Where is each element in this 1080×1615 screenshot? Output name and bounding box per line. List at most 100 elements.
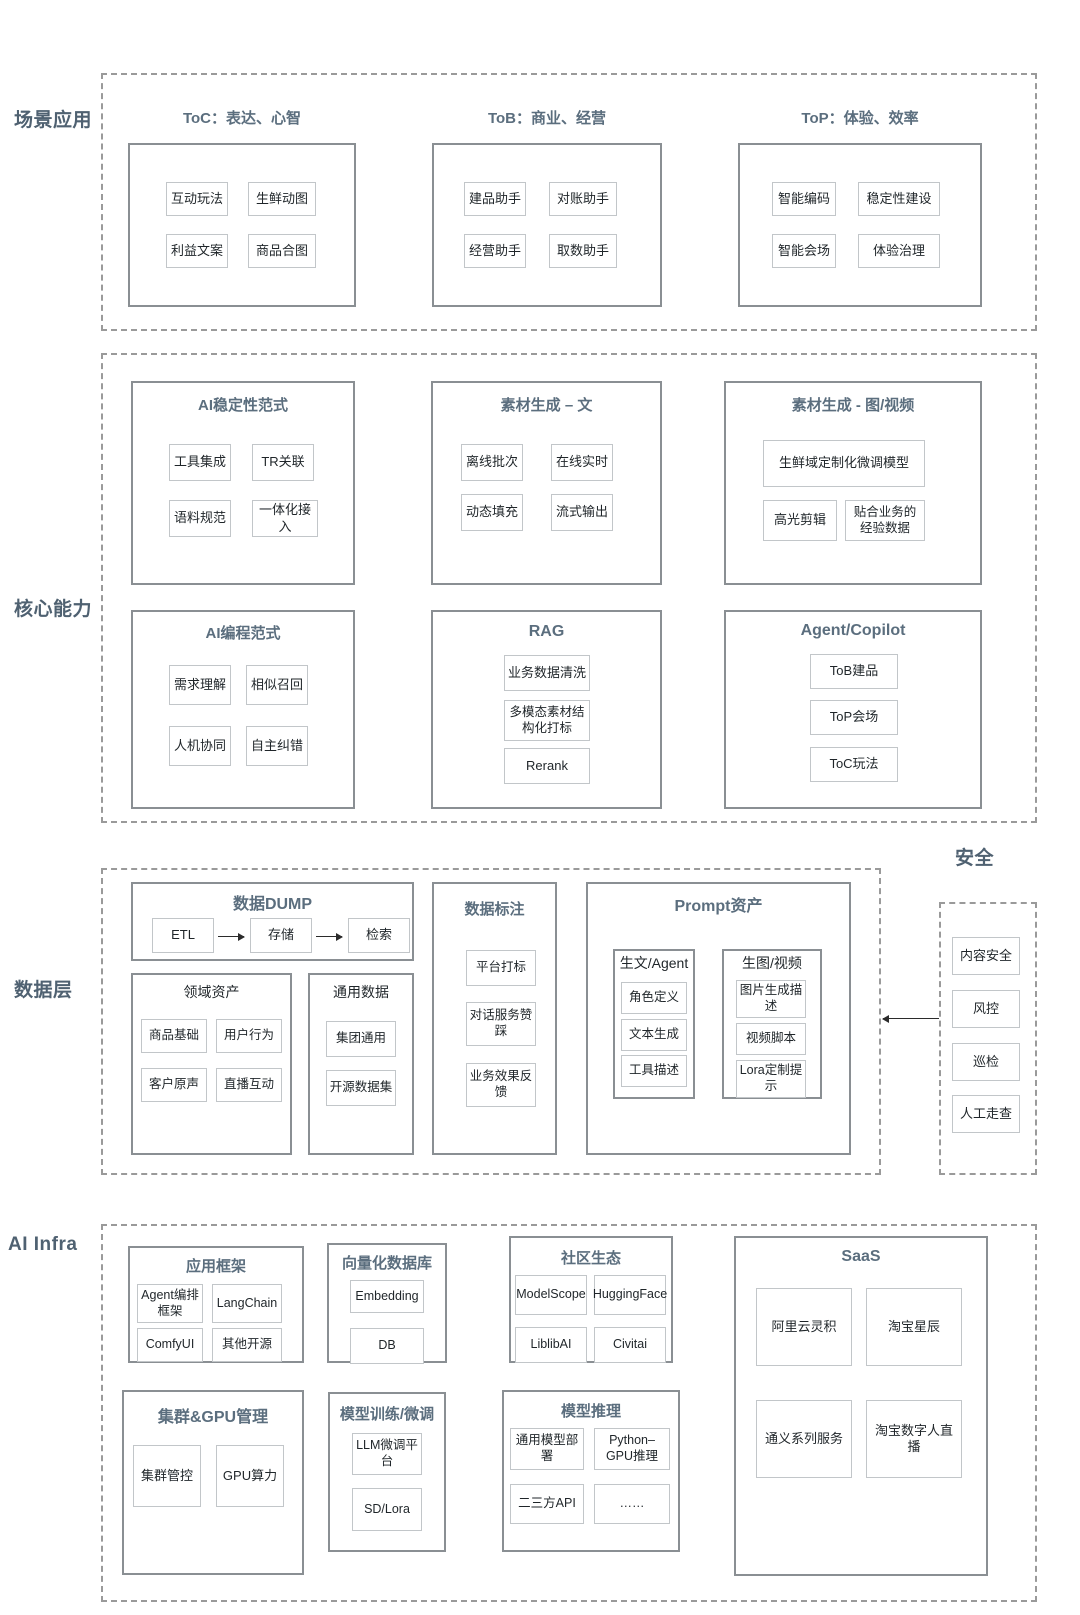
row-label-core: 核心能力 bbox=[14, 599, 93, 620]
infra-chip-2-1[interactable]: HuggingFace bbox=[593, 1275, 667, 1315]
core-chip-0-2[interactable]: 语料规范 bbox=[169, 500, 231, 537]
security-chip-1[interactable]: 风控 bbox=[952, 990, 1020, 1028]
core-chip-1-2[interactable]: 动态填充 bbox=[461, 494, 523, 531]
saas-chip-0[interactable]: 阿里云灵积 bbox=[756, 1288, 852, 1366]
domain-chip-1[interactable]: 用户行为 bbox=[216, 1019, 282, 1053]
core-chip-5-0[interactable]: ToB建品 bbox=[810, 654, 898, 689]
infra-group-title-5: 模型推理 bbox=[560, 1403, 621, 1420]
core-chip-2-1[interactable]: 贴合业务的经验数据 bbox=[845, 500, 925, 541]
saas-chip-1[interactable]: 淘宝星辰 bbox=[866, 1288, 962, 1366]
prompt-sub0-chip-2[interactable]: 工具描述 bbox=[621, 1055, 687, 1087]
core-chip-1-1[interactable]: 在线实时 bbox=[551, 444, 613, 481]
infra-chip-5-2[interactable]: 二三方API bbox=[510, 1484, 584, 1524]
prompt-sub1-chip-1[interactable]: 视频脚本 bbox=[736, 1023, 806, 1055]
core-group-title-4: RAG bbox=[528, 623, 565, 640]
security-chip-0[interactable]: 内容安全 bbox=[952, 937, 1020, 975]
common-chip-1[interactable]: 开源数据集 bbox=[326, 1070, 396, 1106]
security-chip-2[interactable]: 巡检 bbox=[952, 1043, 1020, 1081]
core-chip-3-1[interactable]: 相似召回 bbox=[246, 665, 308, 705]
core-chip-4-2[interactable]: Rerank bbox=[504, 748, 590, 784]
prompt-sub1-chip-0[interactable]: 图片生成描述 bbox=[736, 980, 806, 1018]
saas-chip-2[interactable]: 通义系列服务 bbox=[756, 1400, 852, 1478]
domain-chip-3[interactable]: 直播互动 bbox=[216, 1068, 282, 1102]
scene-chip-0-2[interactable]: 利益文案 bbox=[166, 234, 228, 268]
security-chip-3[interactable]: 人工走查 bbox=[952, 1095, 1020, 1133]
scene-group-title-0: ToC：表达、心智 bbox=[182, 110, 302, 127]
scene-chip-1-0[interactable]: 建品助手 bbox=[464, 182, 526, 216]
arrow-security-to-data bbox=[882, 1014, 939, 1023]
scene-chip-0-1[interactable]: 生鲜动图 bbox=[248, 182, 316, 216]
core-chip-4-1[interactable]: 多模态素材结构化打标 bbox=[504, 700, 590, 741]
infra-chip-0-0[interactable]: Agent编排框架 bbox=[137, 1284, 203, 1323]
infra-chip-1-0[interactable]: Embedding bbox=[350, 1280, 424, 1313]
infra-chip-4-1[interactable]: SD/Lora bbox=[352, 1488, 422, 1531]
infra-chip-3-1[interactable]: GPU算力 bbox=[216, 1445, 284, 1507]
core-chip-0-0[interactable]: 工具集成 bbox=[169, 444, 231, 481]
core-chip-3-3[interactable]: 自主纠错 bbox=[246, 726, 308, 766]
core-chip-1-0[interactable]: 离线批次 bbox=[461, 444, 523, 481]
scene-chip-2-3[interactable]: 体验治理 bbox=[858, 234, 940, 268]
core-group-0 bbox=[131, 381, 355, 585]
infra-chip-5-1[interactable]: Python–GPU推理 bbox=[594, 1428, 670, 1470]
infra-chip-1-1[interactable]: DB bbox=[350, 1328, 424, 1364]
domain-chip-2[interactable]: 客户原声 bbox=[141, 1068, 207, 1102]
core-chip-2-wide[interactable]: 生鲜域定制化微调模型 bbox=[763, 440, 925, 487]
prompt-sub0-chip-1[interactable]: 文本生成 bbox=[621, 1019, 687, 1051]
core-group-title-2: 素材生成 - 图/视频 bbox=[791, 397, 915, 414]
data-dump-step-0[interactable]: ETL bbox=[152, 918, 214, 953]
infra-chip-2-2[interactable]: LiblibAI bbox=[515, 1327, 587, 1363]
scene-group-0 bbox=[128, 143, 356, 307]
infra-chip-0-1[interactable]: LangChain bbox=[212, 1284, 282, 1323]
scene-chip-2-2[interactable]: 智能会场 bbox=[772, 234, 836, 268]
scene-chip-0-3[interactable]: 商品合图 bbox=[248, 234, 316, 268]
scene-chip-2-0[interactable]: 智能编码 bbox=[772, 182, 836, 216]
infra-chip-4-0[interactable]: LLM微调平台 bbox=[352, 1433, 422, 1475]
core-chip-3-2[interactable]: 人机协同 bbox=[169, 726, 231, 766]
core-chip-5-2[interactable]: ToC玩法 bbox=[810, 747, 898, 782]
common-chip-0[interactable]: 集团通用 bbox=[326, 1021, 396, 1057]
core-chip-1-3[interactable]: 流式输出 bbox=[551, 494, 613, 531]
core-chip-3-0[interactable]: 需求理解 bbox=[169, 665, 231, 705]
core-chip-2-0[interactable]: 高光剪辑 bbox=[763, 500, 837, 541]
core-chip-4-0[interactable]: 业务数据清洗 bbox=[504, 655, 590, 691]
prompt-sub0-chip-0[interactable]: 角色定义 bbox=[621, 982, 687, 1014]
infra-chip-3-0[interactable]: 集群管控 bbox=[133, 1445, 201, 1507]
annotation-title: 数据标注 bbox=[464, 901, 525, 918]
data-dump-step-2[interactable]: 检索 bbox=[348, 918, 410, 953]
band-scene bbox=[101, 73, 1037, 331]
saas-title: SaaS bbox=[841, 1248, 881, 1265]
arrow-storage-to-retrieve bbox=[316, 932, 343, 941]
data-dump-step-1[interactable]: 存储 bbox=[250, 918, 312, 953]
core-chip-0-1[interactable]: TR关联 bbox=[252, 444, 314, 481]
infra-chip-2-3[interactable]: Civitai bbox=[594, 1327, 666, 1363]
prompt-sub1-chip-2[interactable]: Lora定制提示 bbox=[736, 1060, 806, 1098]
infra-group-title-1: 向量化数据库 bbox=[341, 1255, 432, 1272]
infra-group-title-0: 应用框架 bbox=[185, 1258, 246, 1275]
arrow-etl-to-storage bbox=[218, 932, 245, 941]
scene-group-title-2: ToP：体验、效率 bbox=[801, 110, 919, 127]
band-infra bbox=[101, 1224, 1037, 1602]
scene-chip-1-1[interactable]: 对账助手 bbox=[549, 182, 617, 216]
annotation-chip-0[interactable]: 平台打标 bbox=[466, 950, 536, 986]
domain-assets-group bbox=[131, 973, 292, 1155]
core-group-title-1: 素材生成 – 文 bbox=[500, 397, 593, 414]
scene-chip-1-2[interactable]: 经营助手 bbox=[464, 234, 526, 268]
core-chip-5-1[interactable]: ToP会场 bbox=[810, 700, 898, 735]
domain-chip-0[interactable]: 商品基础 bbox=[141, 1019, 207, 1053]
infra-chip-0-3[interactable]: 其他开源 bbox=[212, 1328, 282, 1362]
infra-chip-2-0[interactable]: ModelScope bbox=[515, 1275, 587, 1315]
domain-assets-title: 领域资产 bbox=[183, 984, 240, 1000]
scene-chip-2-1[interactable]: 稳定性建设 bbox=[858, 182, 940, 216]
core-chip-0-3[interactable]: 一体化接入 bbox=[252, 500, 318, 537]
infra-chip-5-3[interactable]: …… bbox=[594, 1484, 670, 1524]
infra-chip-0-2[interactable]: ComfyUI bbox=[137, 1328, 203, 1362]
row-label-security: 安全 bbox=[955, 848, 995, 869]
infra-chip-5-0[interactable]: 通用模型部署 bbox=[510, 1428, 584, 1470]
infra-group-title-2: 社区生态 bbox=[560, 1250, 621, 1267]
scene-chip-0-0[interactable]: 互动玩法 bbox=[166, 182, 228, 216]
scene-chip-1-3[interactable]: 取数助手 bbox=[549, 234, 617, 268]
row-label-data: 数据层 bbox=[14, 980, 73, 1001]
saas-chip-3[interactable]: 淘宝数字人直播 bbox=[866, 1400, 962, 1478]
annotation-chip-1[interactable]: 对话服务赞踩 bbox=[466, 1002, 536, 1046]
annotation-chip-2[interactable]: 业务效果反馈 bbox=[466, 1063, 536, 1107]
